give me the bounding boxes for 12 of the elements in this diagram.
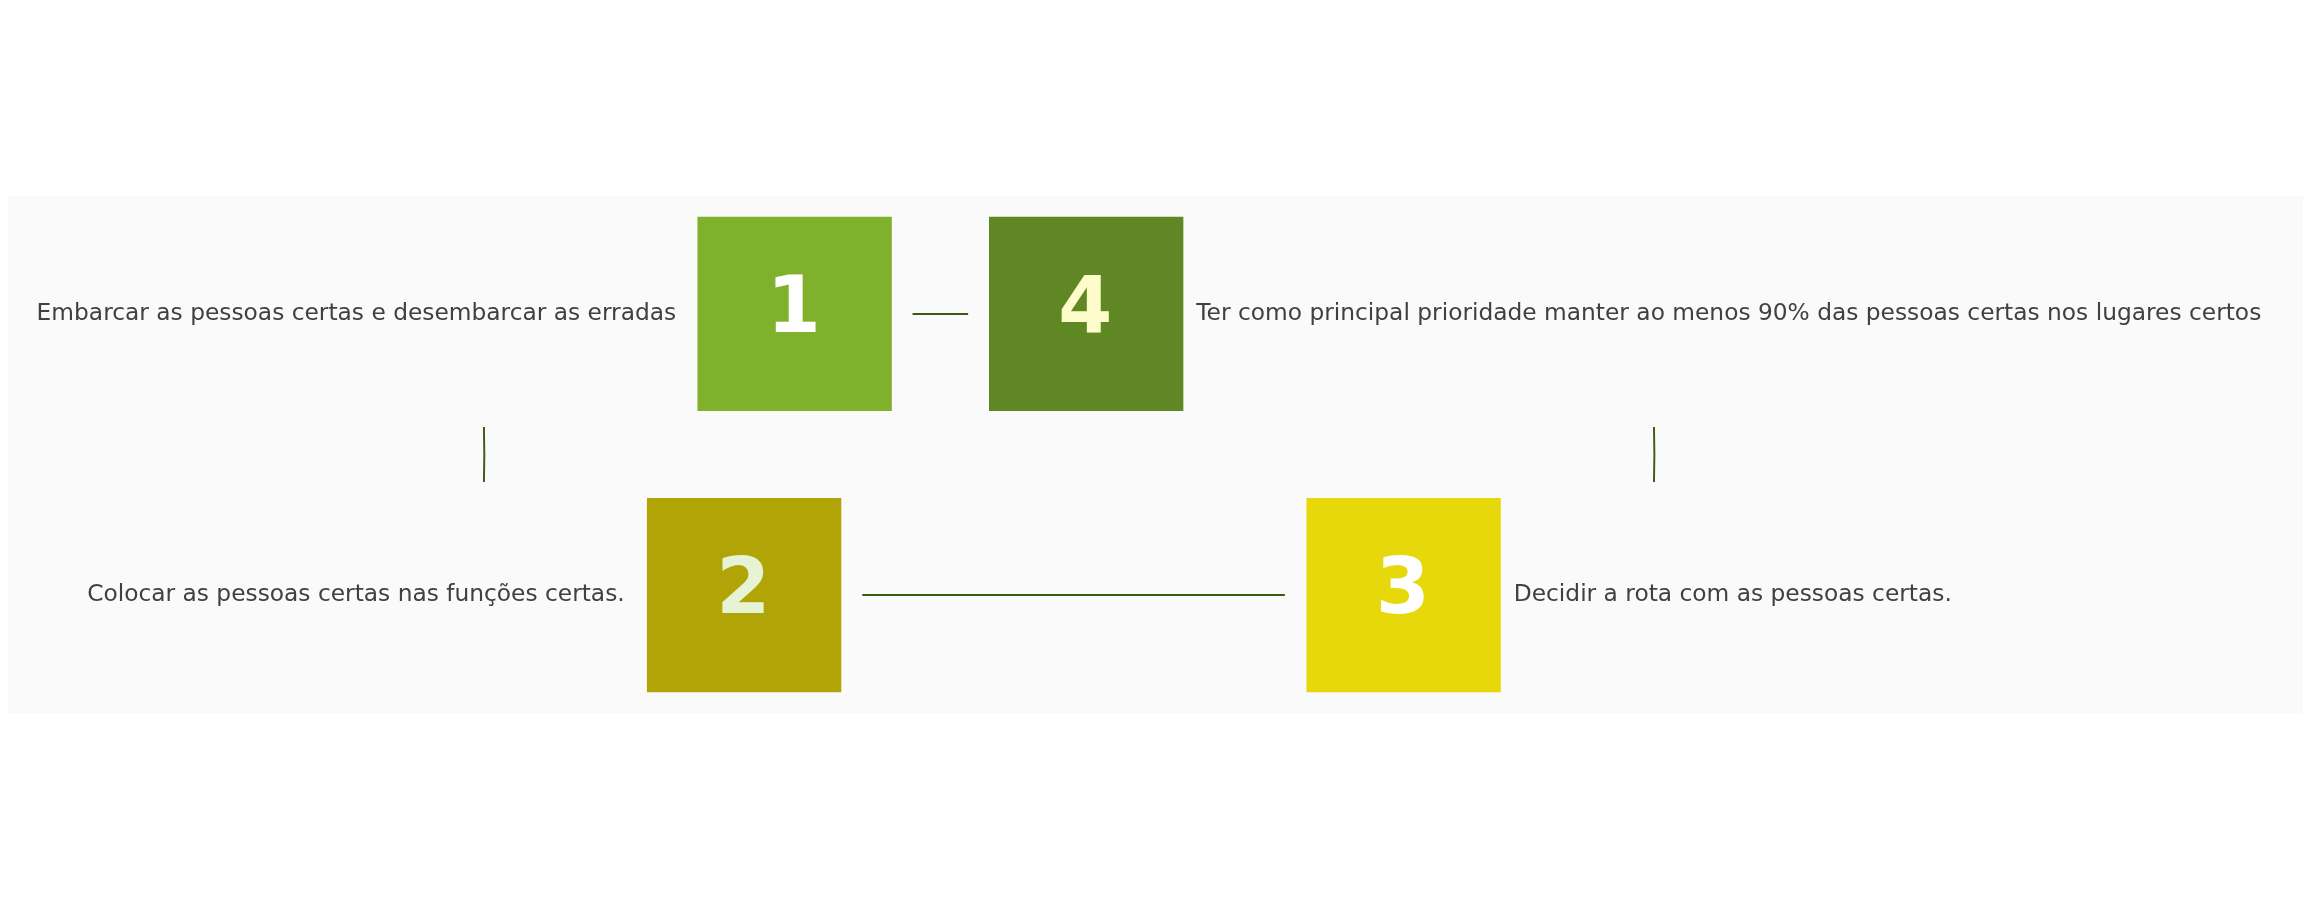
connector: [482, 425, 486, 483]
node-box: 2: [646, 497, 842, 692]
node-label: Decidir a rota com as pessoas certas.: [1513, 578, 1952, 606]
node-label: Ter como principal prioridade manter ao menos 90% das pessoas certas nos lugares certos: [1196, 297, 2262, 325]
connector: [1653, 425, 1656, 483]
node-box: 4: [989, 216, 1184, 411]
connector: [911, 312, 970, 315]
node-box: 3: [1306, 497, 1501, 692]
connector: [861, 593, 1286, 596]
node-box: 1: [697, 216, 892, 411]
node-label: Colocar as pessoas certas nas funções certas.: [87, 578, 625, 606]
node-label: Embarcar as pessoas certas e desembarcar as erradas: [36, 297, 677, 325]
